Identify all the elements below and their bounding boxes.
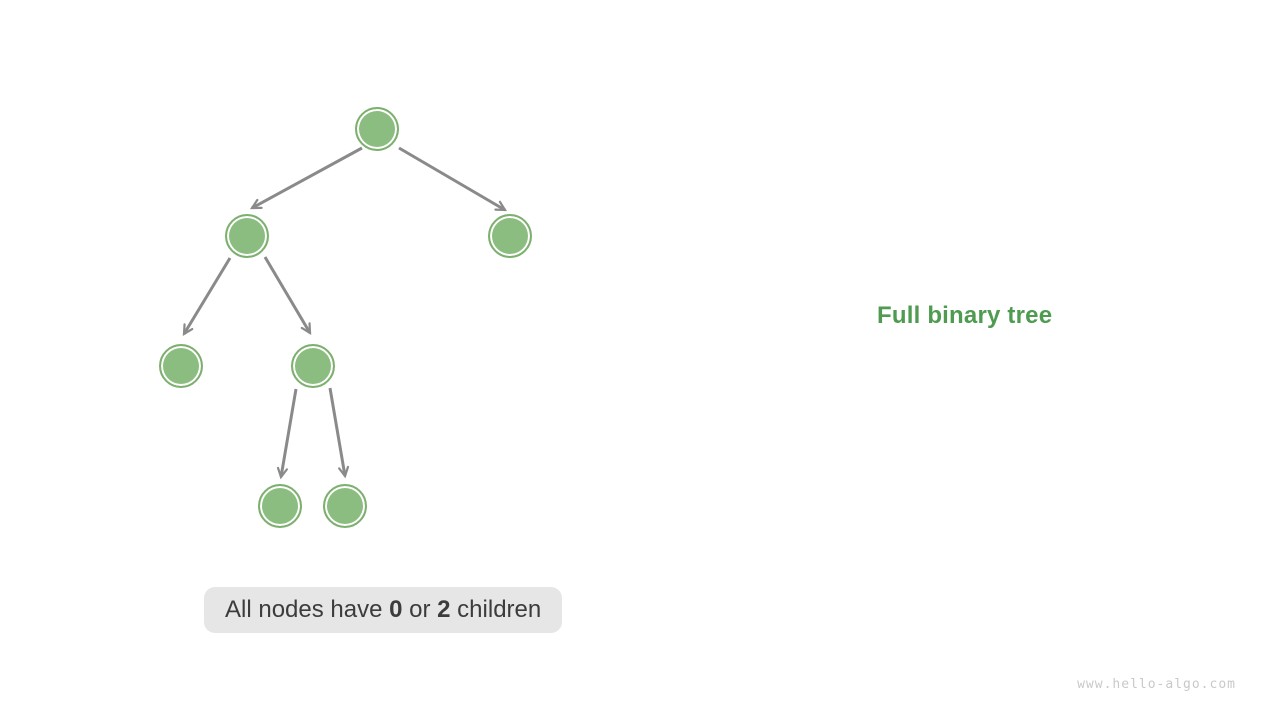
watermark-url: www.hello-algo.com	[1077, 677, 1236, 692]
caption-text-or: or	[402, 596, 438, 623]
tree-node-0	[355, 107, 399, 151]
caption-bold-two: 2	[437, 596, 451, 623]
tree-edge-4-5	[276, 388, 298, 480]
tree-node-2	[488, 214, 532, 258]
tree-edge-1-4	[263, 256, 312, 336]
tree-node-1	[225, 214, 269, 258]
tree-edge-0-1	[249, 146, 363, 210]
tree-node-6	[323, 484, 367, 528]
tree-node-5	[258, 484, 302, 528]
tree-edge-1-3	[182, 257, 232, 337]
caption-text-prefix: All nodes have	[225, 596, 390, 623]
caption-pill: All nodes have 0 or 2 children	[204, 587, 563, 633]
tree-node-3	[159, 344, 203, 388]
tree-edge-0-2	[398, 146, 508, 212]
tree-node-4	[291, 344, 335, 388]
caption-bold-zero: 0	[389, 596, 403, 623]
tree-edge-4-6	[328, 387, 350, 479]
figure-title: Full binary tree	[877, 302, 1053, 329]
caption-text-suffix: children	[450, 596, 542, 623]
